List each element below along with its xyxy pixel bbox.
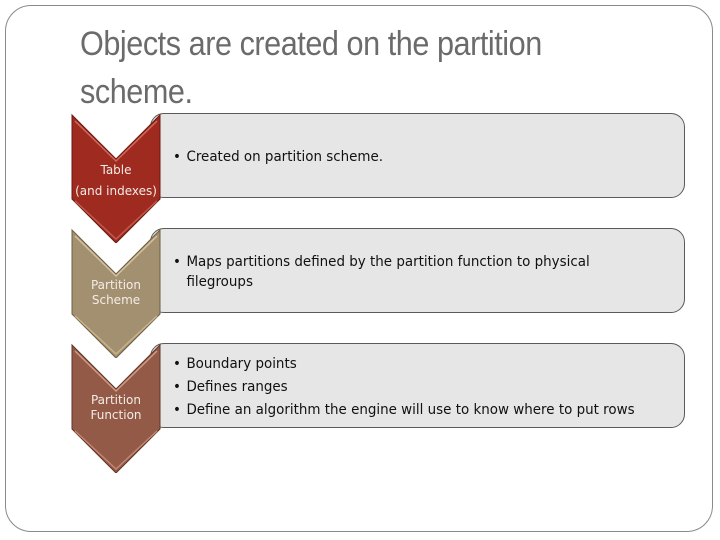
level-2-label-line-2: Scheme (91, 293, 141, 307)
bullet-item: Define an algorithm the engine will use … (173, 399, 656, 422)
level-1-chevron: Table (and indexes) (70, 113, 162, 243)
level-2-chevron: Partition Scheme (70, 228, 162, 358)
level-2-bullets: Maps partitions defined by the partition… (173, 252, 676, 292)
slide-frame (5, 5, 713, 532)
level-2-label-line-1: Partition (90, 278, 141, 292)
level-3-label-line-1: Partition (90, 393, 141, 407)
slide-title: Objects are created on the partition sch… (80, 25, 542, 111)
level-1-label-line-1: Table (100, 163, 132, 177)
level-3-bullets: Boundary points Defines ranges Define an… (173, 353, 676, 422)
level-1-bullets: Created on partition scheme. (173, 147, 676, 167)
level-3-content-box: Boundary points Defines ranges Define an… (150, 343, 685, 428)
bullet-item: Maps partitions defined by the partition… (173, 252, 656, 292)
level-3-chevron: Partition Function (70, 343, 162, 473)
level-3-label-line-2: Function (90, 408, 142, 422)
level-1-label-line-2: (and indexes) (75, 184, 157, 198)
level-1-content-box: Created on partition scheme. (150, 113, 685, 198)
level-2-content-box: Maps partitions defined by the partition… (150, 228, 685, 313)
bullet-item: Boundary points (173, 353, 656, 376)
bullet-item: Created on partition scheme. (173, 147, 656, 167)
bullet-item: Defines ranges (173, 376, 656, 399)
